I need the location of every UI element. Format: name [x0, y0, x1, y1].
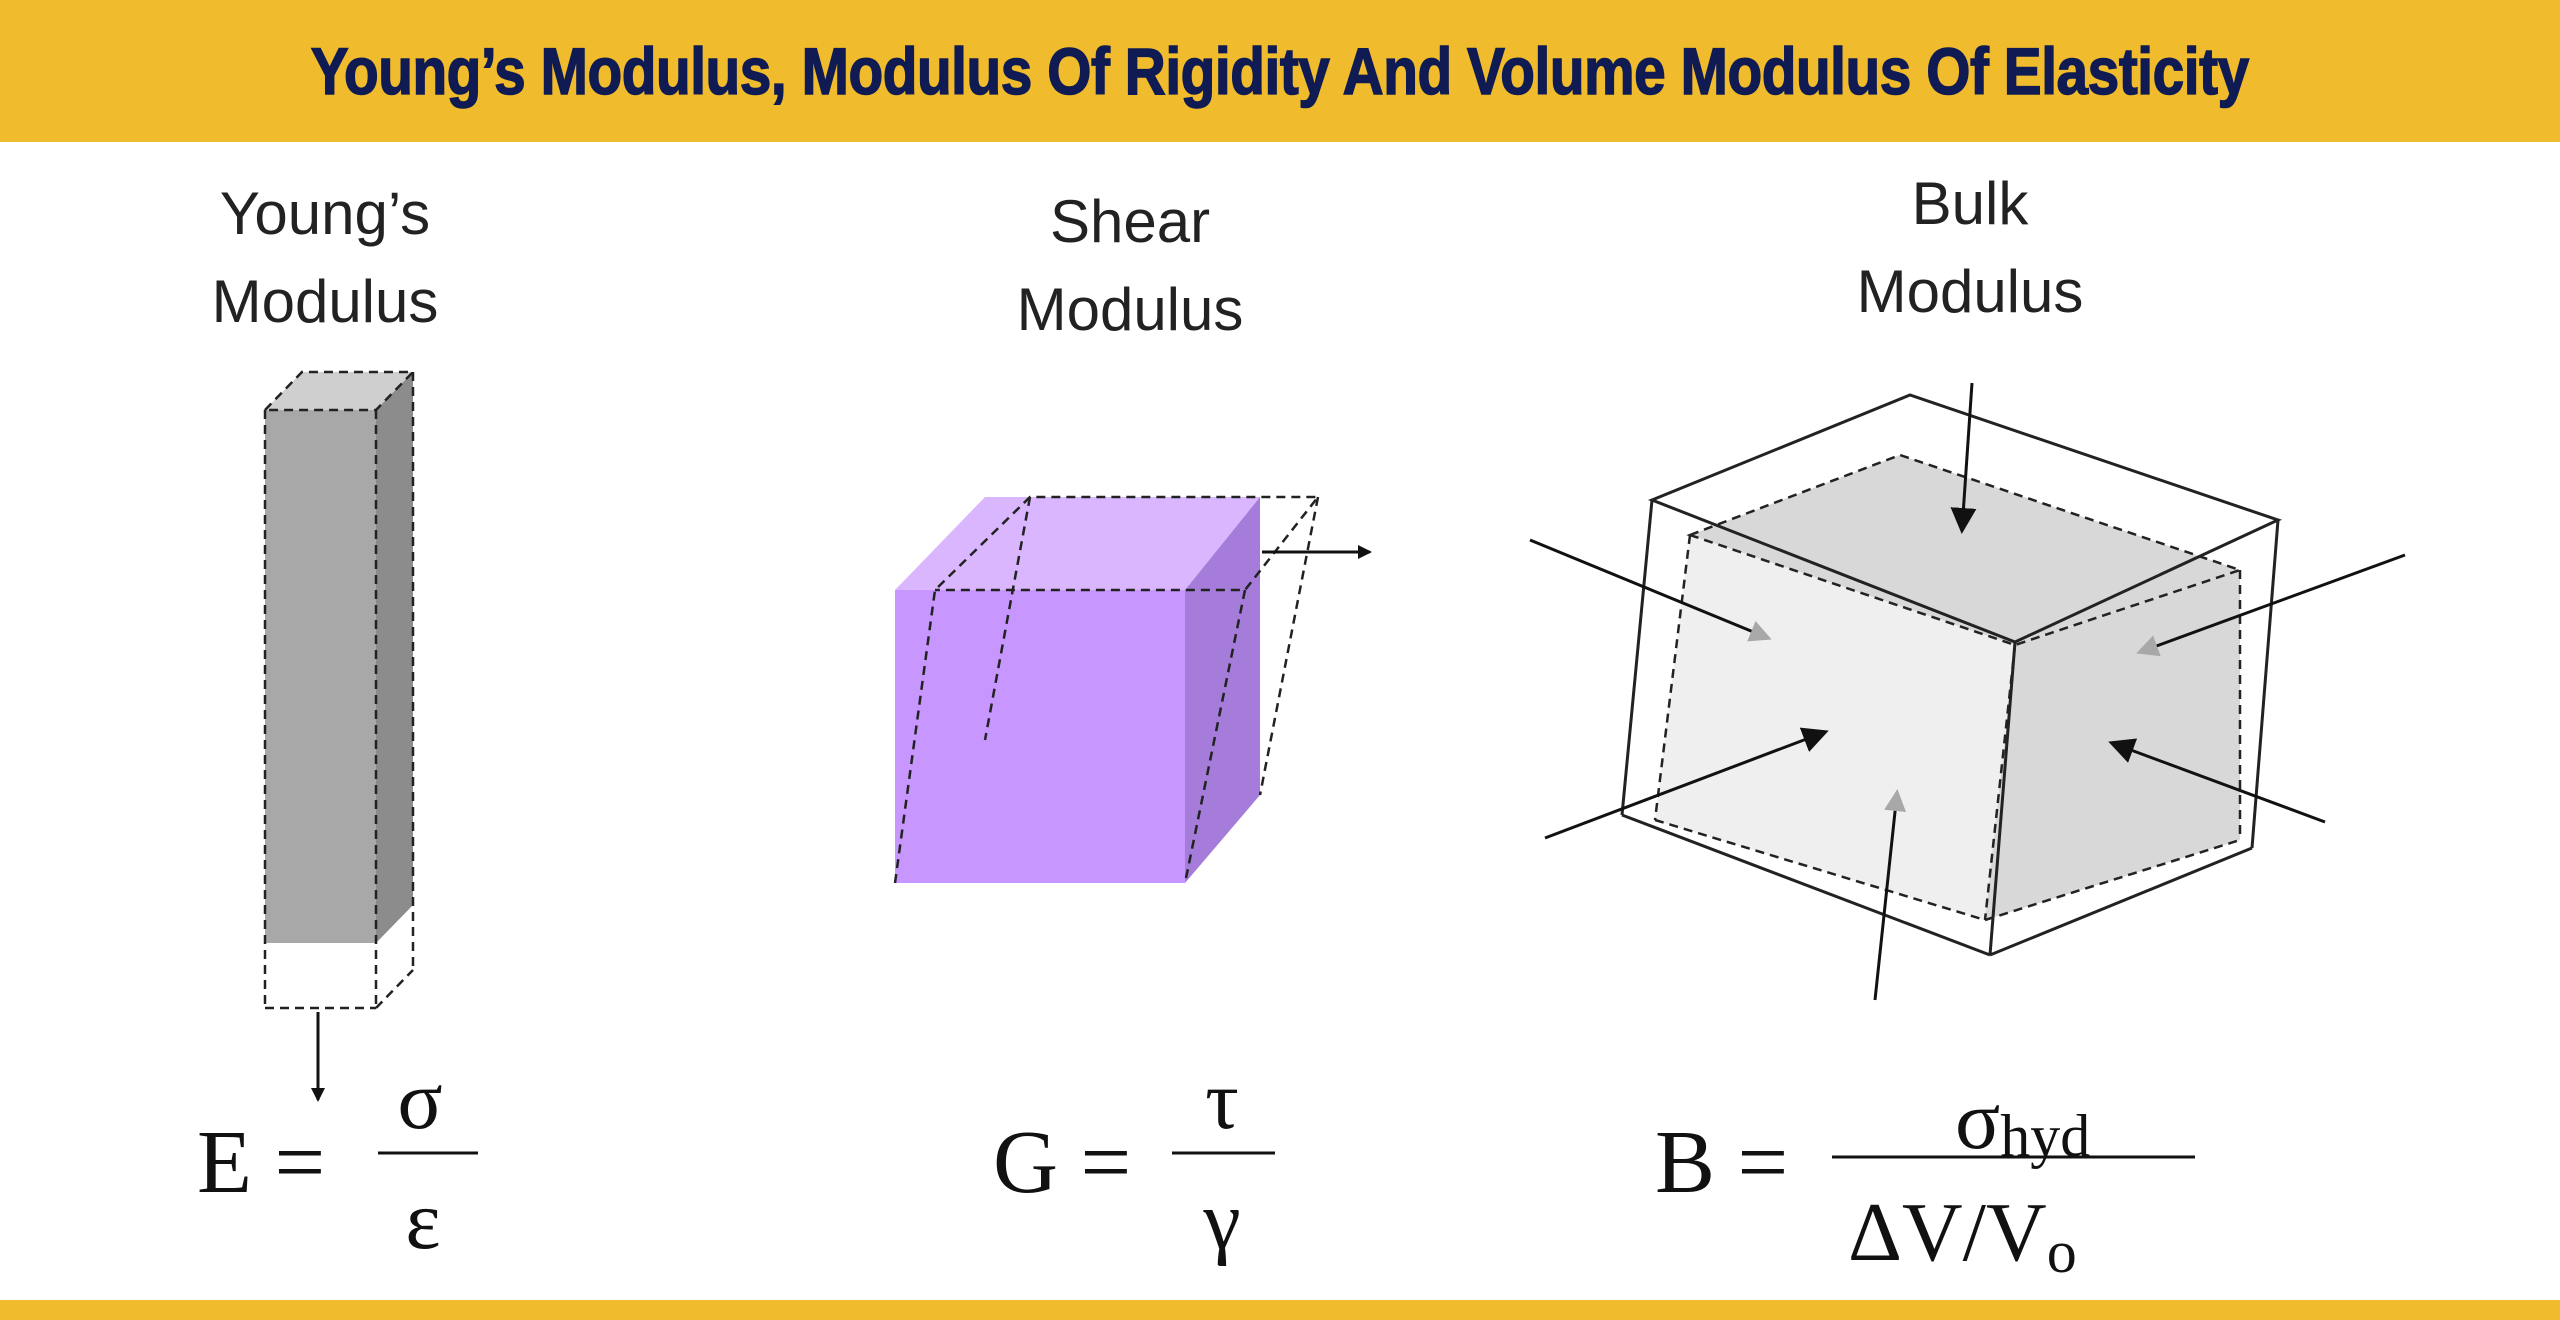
bulk-arrow-left-upper — [1529, 538, 1772, 642]
cube-sheared-outline — [893, 495, 1321, 884]
bulk-arrow-bottom — [1873, 789, 1907, 1001]
cube-top-face — [895, 497, 1260, 590]
young-formula-denominator: ε — [405, 1174, 440, 1267]
young-label-line2: Modulus — [211, 268, 439, 335]
young-modulus-label: Young’s Modulus — [150, 170, 500, 346]
bar-side-face — [376, 372, 413, 943]
bulk-formula: B = σhyd ΔV/Vo — [1655, 1074, 2195, 1285]
shear-label-line1: Shear — [1049, 188, 1211, 255]
page-title: Young’s Modulus, Modulus Of Rigidity And… — [310, 33, 2250, 109]
shear-label-line2: Modulus — [1016, 276, 1244, 343]
bulk-numerator-subscript: hyd — [2000, 1103, 2090, 1169]
young-formula-numerator: σ — [397, 1054, 442, 1147]
bulk-numerator-symbol: σ — [1955, 1074, 2000, 1167]
young-label-line1: Young’s — [219, 180, 431, 247]
young-formula: E = σ ε — [197, 1054, 478, 1267]
title-banner: Young’s Modulus, Modulus Of Rigidity And… — [0, 0, 2560, 142]
bulk-left-face — [1655, 535, 2015, 920]
shear-cube-diagram — [893, 495, 1372, 884]
bar-top-face — [265, 372, 413, 410]
bulk-arrow-right-upper — [2136, 553, 2406, 657]
bulk-label-line2: Modulus — [1856, 258, 2084, 325]
bulk-denominator-main: ΔV/V — [1848, 1186, 2047, 1279]
bulk-label-line1: Bulk — [1911, 170, 2029, 237]
bulk-arrow-right-lower — [2108, 738, 2326, 824]
bulk-top-face — [1690, 455, 2240, 645]
shear-formula-denominator: γ — [1202, 1174, 1240, 1267]
shear-modulus-label: Shear Modulus — [960, 178, 1300, 354]
bar-front-face — [265, 410, 376, 943]
bulk-formula-denominator: ΔV/Vo — [1848, 1186, 2077, 1285]
bulk-formula-lhs: B = — [1655, 1113, 1788, 1212]
shear-formula-numerator: τ — [1205, 1054, 1239, 1147]
bottom-banner-strip — [0, 1300, 2560, 1320]
cube-front-face — [895, 590, 1185, 883]
bulk-original-outline — [1620, 393, 2283, 957]
bulk-modulus-label: Bulk Modulus — [1800, 160, 2140, 336]
young-bar-diagram — [262, 370, 416, 1102]
bulk-arrow-top — [1950, 382, 1977, 534]
bulk-cube-diagram — [1529, 382, 2406, 1001]
bar-elongation-outline — [262, 370, 416, 1010]
shear-formula-lhs: G = — [993, 1113, 1131, 1212]
young-formula-lhs: E = — [197, 1113, 325, 1212]
bulk-arrow-left-lower — [1544, 727, 1829, 840]
shear-formula: G = τ γ — [993, 1054, 1275, 1267]
bulk-denominator-subscript: o — [2047, 1219, 2077, 1285]
bulk-formula-numerator: σhyd — [1955, 1074, 2090, 1169]
